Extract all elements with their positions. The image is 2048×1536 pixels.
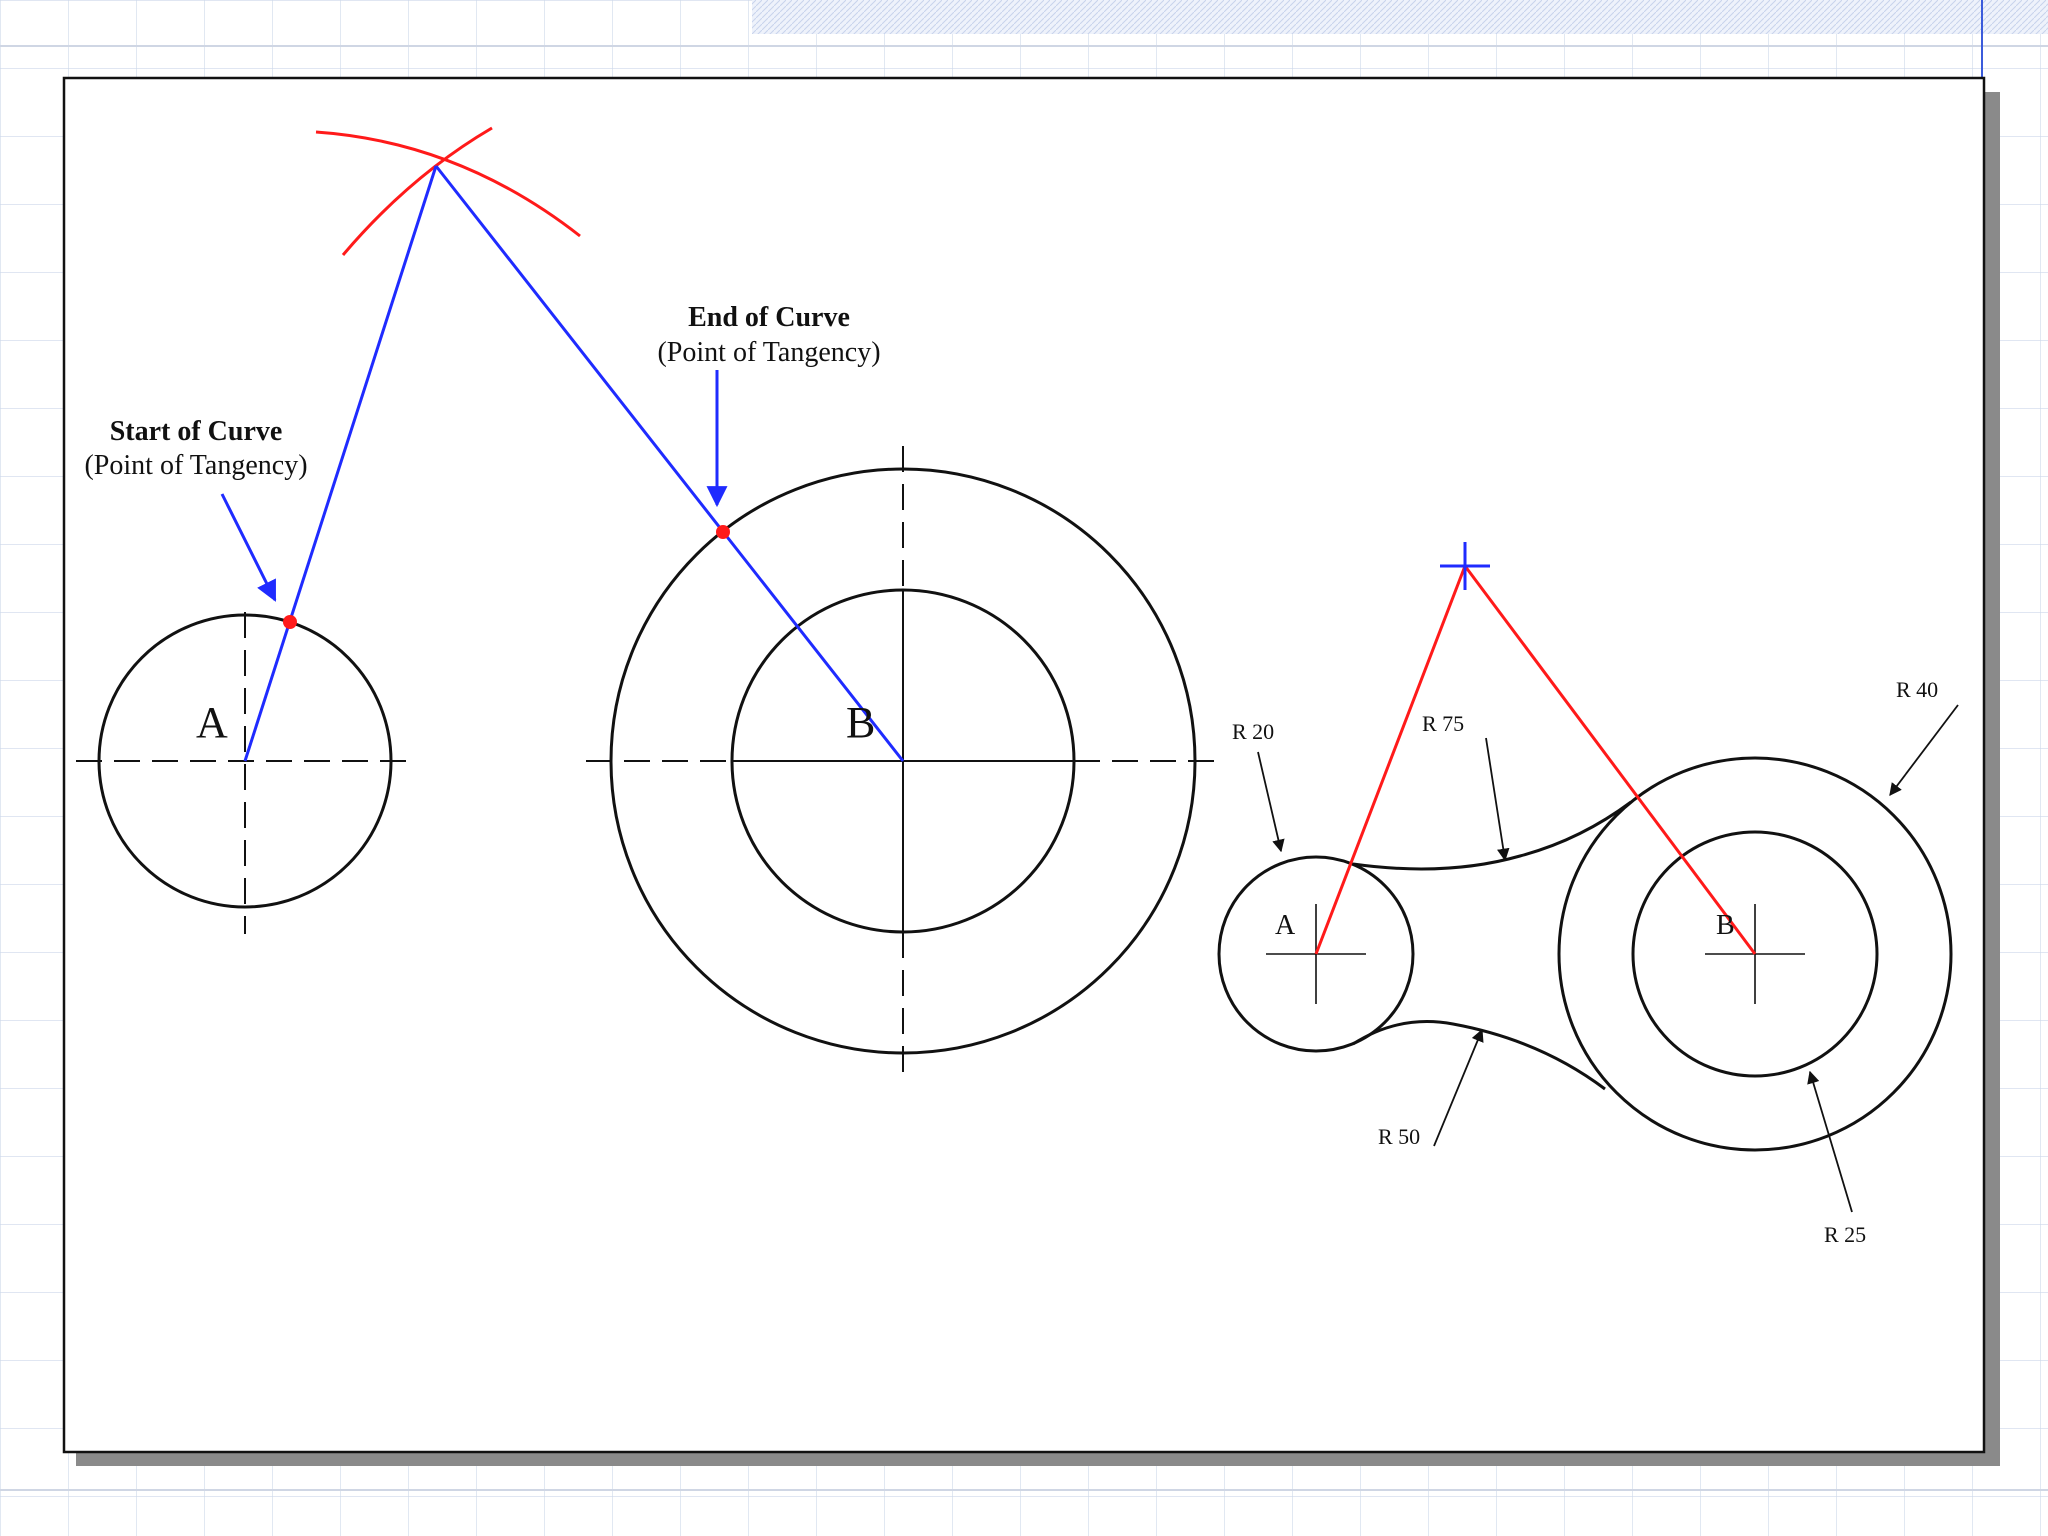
r20-leader <box>1257 751 1285 853</box>
r50-label: R 50 <box>1378 1124 1420 1149</box>
r40-label: R 40 <box>1896 677 1938 702</box>
link-circle-b-outer <box>1557 756 1953 1152</box>
construction-line-a-to-center <box>1314 565 1467 955</box>
drawing-sheet <box>62 76 1986 1454</box>
r20-label: R 20 <box>1232 719 1274 744</box>
end-of-curve-subtitle: (Point of Tangency) <box>657 337 880 368</box>
start-of-curve-title: Start of Curve <box>110 416 283 447</box>
center-a-label: A <box>196 698 228 747</box>
start-of-curve-subtitle: (Point of Tangency) <box>84 450 307 481</box>
center-b-label: B <box>846 698 875 747</box>
header-band <box>752 0 2048 34</box>
r25-leader <box>1807 1070 1853 1213</box>
left-figure: Start of Curve (Point of Tangency) End o… <box>76 126 1222 1080</box>
r50-leader <box>1433 1028 1484 1147</box>
link-circle-a <box>1217 855 1415 1053</box>
lower-blend-arc-r50 <box>1352 1020 1606 1091</box>
r25-label: R 25 <box>1824 1222 1866 1247</box>
r75-label: R 75 <box>1422 711 1464 736</box>
construction-line-a <box>243 165 438 762</box>
start-tangency-point <box>283 615 297 629</box>
construction-arc-from-b <box>341 126 493 256</box>
r40-leader <box>1889 704 1959 797</box>
end-tangency-point <box>716 525 730 539</box>
right-figure: A B R 20 R 75 R 40 R 50 R 25 <box>1217 542 1959 1247</box>
construction-arc-from-a <box>315 130 581 238</box>
construction-line-center-to-b <box>1463 565 1757 955</box>
r75-leader <box>1485 737 1510 862</box>
start-callout-arrow <box>220 493 277 602</box>
link-center-a-label: A <box>1275 910 1296 941</box>
upper-blend-arc-r75 <box>1352 800 1632 871</box>
end-of-curve-title: End of Curve <box>688 302 850 333</box>
link-circle-b-inner <box>1631 830 1879 1078</box>
link-center-b-label: B <box>1716 910 1735 941</box>
construction-line-b <box>434 165 905 762</box>
